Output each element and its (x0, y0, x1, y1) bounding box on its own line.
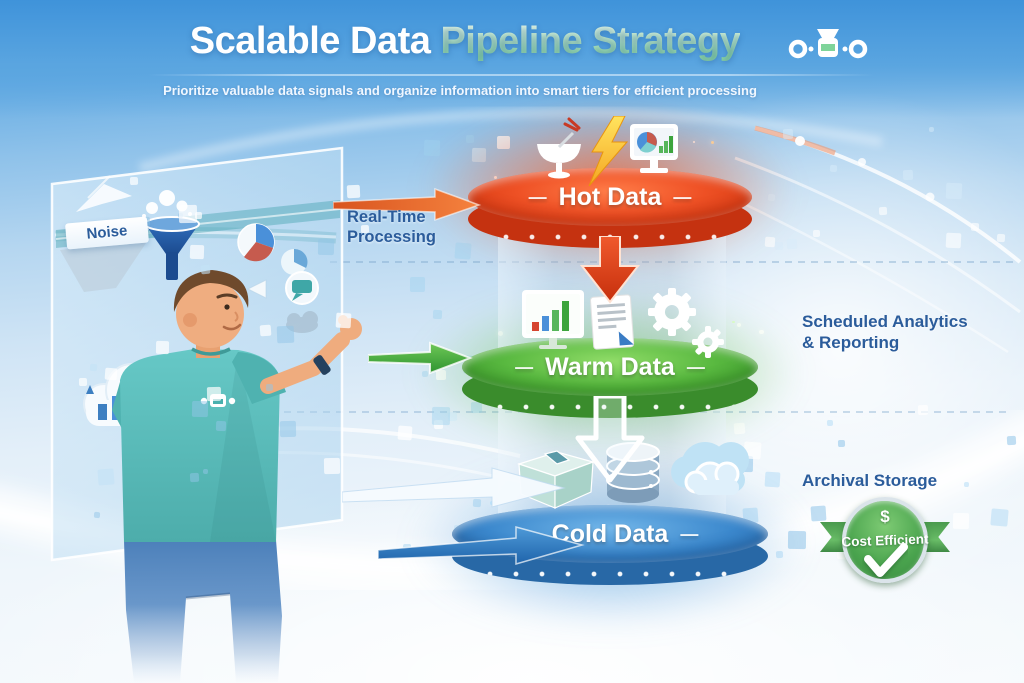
t-shirt (120, 349, 280, 542)
gears-icon (648, 288, 724, 358)
warm-inflow-arrow (368, 341, 473, 375)
real-time-processing-label: Real-Time Processing (347, 207, 436, 247)
scheduled-line-1: Scheduled Analytics (802, 312, 968, 331)
head (176, 280, 244, 348)
raised-forearm (260, 332, 350, 394)
cold-inflow-arrow-blue (378, 526, 585, 565)
scheduled-analytics-label: Scheduled Analytics & Reporting (802, 312, 968, 353)
document-icon (590, 294, 635, 350)
title-part-2: Pipeline Strategy (440, 20, 741, 62)
person-illustration (112, 270, 362, 683)
real-time-arrow (333, 187, 482, 222)
badge-seal: $ Cost Efficient (841, 497, 929, 583)
real-time-line-1: Real-Time (347, 208, 426, 226)
checkmark-icon (864, 543, 908, 577)
lightning-bolt-icon (588, 116, 629, 187)
jeans (124, 540, 282, 683)
hot-tier-icons (537, 116, 678, 187)
real-time-line-2: Processing (347, 228, 436, 247)
hot-to-warm-arrow (579, 236, 641, 304)
satellite-dish-icon (537, 117, 581, 179)
chat-bubble-icon (246, 271, 319, 305)
antenna-icon (76, 175, 132, 212)
right-watch (313, 355, 331, 375)
hair (173, 270, 249, 312)
small-cloud-icon (286, 311, 318, 333)
warm-tier-icons (522, 288, 724, 358)
cloud-storage-icon (671, 442, 749, 495)
dollar-icon: $ (880, 507, 890, 526)
archival-storage-label: Archival Storage (802, 471, 938, 490)
scheduled-line-2: & Reporting (802, 332, 900, 352)
pipeline-valve-icon (788, 29, 868, 59)
warm-to-cold-arrow (575, 396, 645, 483)
collar (191, 347, 231, 356)
monitor-analytics-icon (630, 124, 678, 173)
cold-inflow-arrow-white (342, 467, 566, 508)
page-subtitle: Prioritize valuable data signals and org… (163, 83, 757, 98)
bar-chart-monitor-icon (522, 290, 584, 349)
page-title: Scalable Data Pipeline Strategy (0, 20, 930, 63)
title-part-1: Scalable Data (189, 20, 431, 62)
funnel-shadow (60, 240, 148, 292)
cost-efficient-badge: $ Cost Efficient (820, 497, 950, 585)
pie-chart-icon (237, 223, 308, 275)
header-divider (148, 74, 874, 76)
